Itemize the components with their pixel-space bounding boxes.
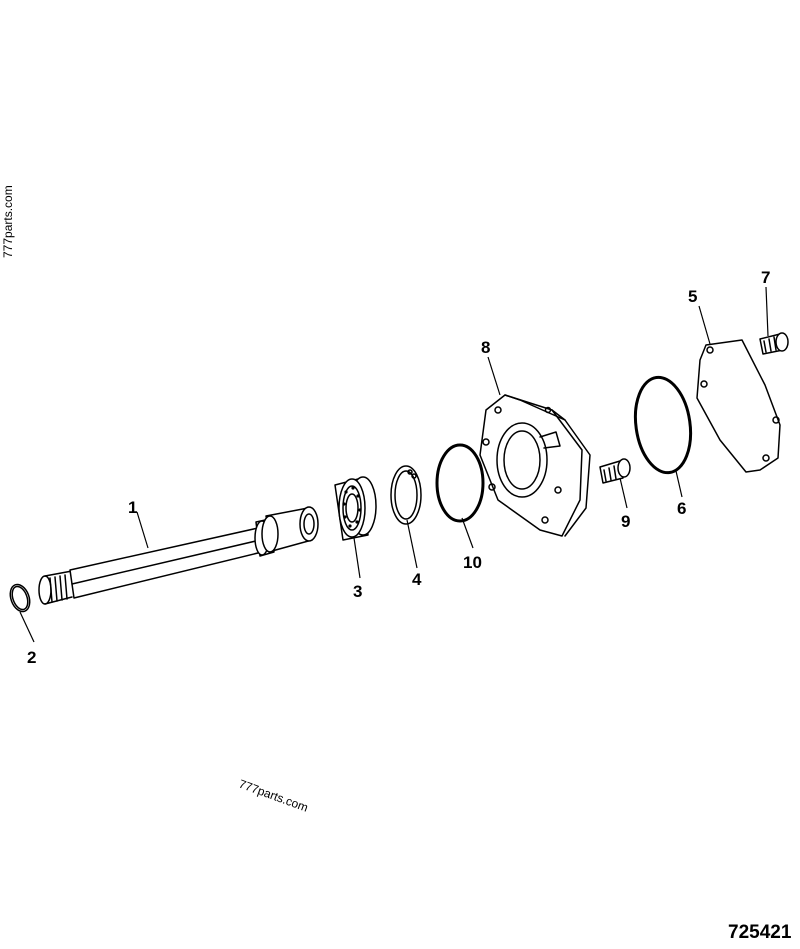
part-10-oring — [435, 443, 485, 523]
part-3-bearing — [334, 476, 377, 541]
part-4-snap-ring — [390, 465, 422, 525]
callout-1: 1 — [128, 498, 137, 517]
callout-3: 3 — [353, 582, 362, 601]
drawing-reference-number: 725421 — [728, 922, 792, 943]
callout-6: 6 — [677, 499, 686, 518]
part-7-bolt — [759, 332, 789, 355]
watermark-side: 777parts.com — [1, 185, 15, 258]
callout-2: 2 — [27, 648, 36, 667]
watermark-bottom: 777parts.com — [237, 777, 310, 815]
part-5-gasket — [696, 339, 781, 473]
part-6-oring — [633, 375, 693, 475]
callout-7: 7 — [761, 268, 770, 287]
part-9-bolt — [599, 458, 631, 484]
leader-lines — [19, 286, 769, 643]
callout-5: 5 — [688, 287, 697, 306]
part-8-housing — [479, 394, 591, 537]
callout-4: 4 — [412, 570, 422, 589]
callout-8: 8 — [481, 338, 490, 357]
callout-9: 9 — [621, 512, 630, 531]
part-2-oring — [9, 583, 31, 613]
part-1-shaft — [38, 506, 319, 605]
callout-10: 10 — [463, 553, 482, 572]
